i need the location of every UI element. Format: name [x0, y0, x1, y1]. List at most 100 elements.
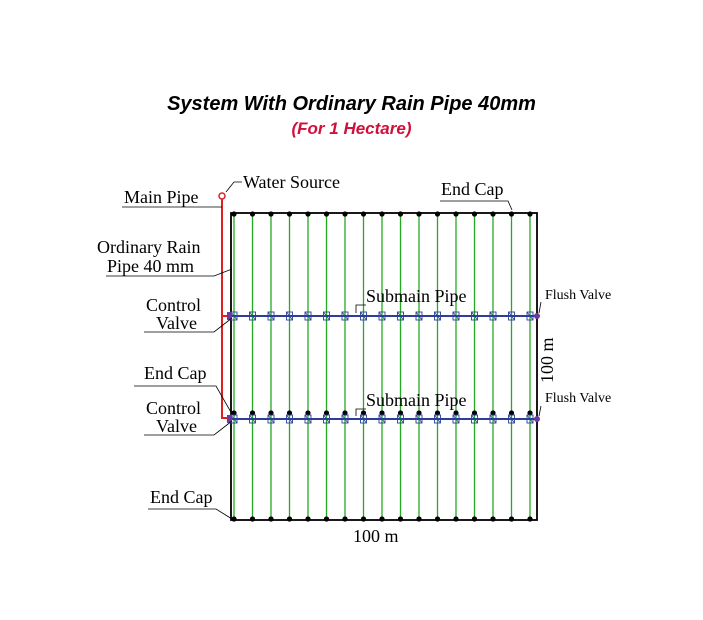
lateral-valve-mark [267, 414, 275, 424]
leader-lines [106, 181, 542, 520]
lateral-valve-mark [378, 311, 386, 321]
lateral-valve-mark [508, 311, 515, 321]
lateral-valve-mark [434, 311, 441, 321]
end-cap-dot [490, 211, 496, 217]
end-cap-dot [471, 516, 478, 522]
control-valve-top-label-2: Valve [156, 313, 197, 333]
lateral-valve [286, 414, 293, 424]
lateral-valve-mark [452, 414, 460, 424]
control-valve-bottom-label-1: Control [146, 398, 201, 418]
lateral-valve-mark [304, 311, 312, 321]
lateral-valve-mark [249, 414, 256, 424]
end-cap-dot [397, 211, 404, 217]
lateral-valve-mark [452, 311, 460, 321]
lateral-valve [508, 311, 515, 321]
flush-valve-top-label: Flush Valve [545, 288, 611, 303]
lateral-valve [341, 311, 349, 321]
width-dimension-label: 100 m [353, 526, 399, 546]
end-cap-dot [342, 410, 348, 416]
lateral-lines [233, 214, 531, 519]
lateral-valve [323, 414, 330, 424]
end-cap-dot [231, 211, 237, 217]
end-cap-dot [249, 516, 256, 522]
end-cap-dot [249, 410, 256, 416]
end-cap-dot [397, 410, 404, 416]
flush-valve-bottom-label: Flush Valve [545, 391, 611, 406]
end-cap-dot [379, 211, 385, 217]
lateral-valve-mark [526, 311, 534, 321]
lateral-valve-mark [341, 311, 349, 321]
end-cap-dot [434, 410, 441, 416]
end-cap-dot [305, 516, 311, 522]
end-cap-dot [268, 516, 274, 522]
field-boundary [230, 212, 538, 521]
end-cap-dot [360, 211, 367, 217]
lateral-valve [267, 414, 275, 424]
flush-valve-top-icon [534, 313, 540, 319]
control-valve-bottom-label-2: Valve [156, 416, 197, 436]
end-cap-dot [305, 211, 311, 217]
end-cap-dot [471, 211, 478, 217]
diagram-title: System With Ordinary Rain Pipe 40mm [167, 93, 536, 115]
lateral-valve [415, 414, 423, 424]
lateral-valve [526, 311, 534, 321]
lateral-valve [471, 414, 478, 424]
lateral-valve [267, 311, 275, 321]
lateral-valve [304, 414, 312, 424]
lateral-valve [471, 311, 478, 321]
end-cap-dot [434, 211, 441, 217]
submain-pipe-bottom-label: Submain Pipe [366, 390, 467, 410]
control-valve-bottom-icon [227, 415, 232, 423]
lateral-valve-mark [360, 414, 367, 424]
lateral-valve-mark [508, 414, 515, 424]
lateral-valve [397, 414, 404, 424]
lateral-valve-mark [471, 414, 478, 424]
end-cap-dot [360, 516, 367, 522]
lateral-valve [341, 414, 349, 424]
ordinary-rain-pipe-label-2: Pipe 40 mm [107, 256, 194, 276]
end-cap-middle-label: End Cap [144, 363, 207, 383]
water-source-label: Water Source [243, 172, 340, 192]
lateral-valve-mark [323, 414, 330, 424]
lateral-valve-mark [526, 414, 534, 424]
lateral-valve-mark [397, 311, 404, 321]
lateral-valve [434, 414, 441, 424]
lateral-valve-mark [434, 414, 441, 424]
end-cap-dot [527, 211, 533, 217]
lateral-valve [508, 414, 515, 424]
end-cap-dot [434, 516, 441, 522]
lateral-valve [360, 311, 367, 321]
lateral-valve [323, 311, 330, 321]
end-cap-dot [323, 211, 330, 217]
end-cap-dot [286, 211, 293, 217]
end-cap-dot [286, 410, 293, 416]
end-cap-dot [342, 211, 348, 217]
height-dimension-label: 100 m [537, 337, 557, 383]
end-cap-dot [342, 516, 348, 522]
lateral-valve [360, 414, 367, 424]
lateral-valve-mark [286, 414, 293, 424]
lateral-valve [397, 311, 404, 321]
ordinary-rain-pipe-label-1: Ordinary Rain [97, 237, 200, 257]
end-cap-dot [268, 410, 274, 416]
lateral-valve-mark [471, 311, 478, 321]
end-cap-dot [527, 516, 533, 522]
end-cap-dot [379, 410, 385, 416]
end-cap-dot [305, 410, 311, 416]
diagram-subtitle: (For 1 Hectare) [291, 119, 412, 138]
lateral-valve-mark [489, 311, 497, 321]
lateral-valve [526, 414, 534, 424]
end-cap-dot [453, 516, 459, 522]
end-cap-dot [490, 516, 496, 522]
control-valve-top-icon [227, 312, 232, 320]
main-pipe [221, 197, 229, 419]
lateral-valve-mark [249, 311, 256, 321]
end-cap-dot [323, 516, 330, 522]
lateral-valve-mark [415, 311, 423, 321]
lateral-valve [434, 311, 441, 321]
lateral-valve [249, 414, 256, 424]
end-cap-dot [508, 211, 515, 217]
lateral-valve-mark [323, 311, 330, 321]
end-cap-dot [471, 410, 478, 416]
